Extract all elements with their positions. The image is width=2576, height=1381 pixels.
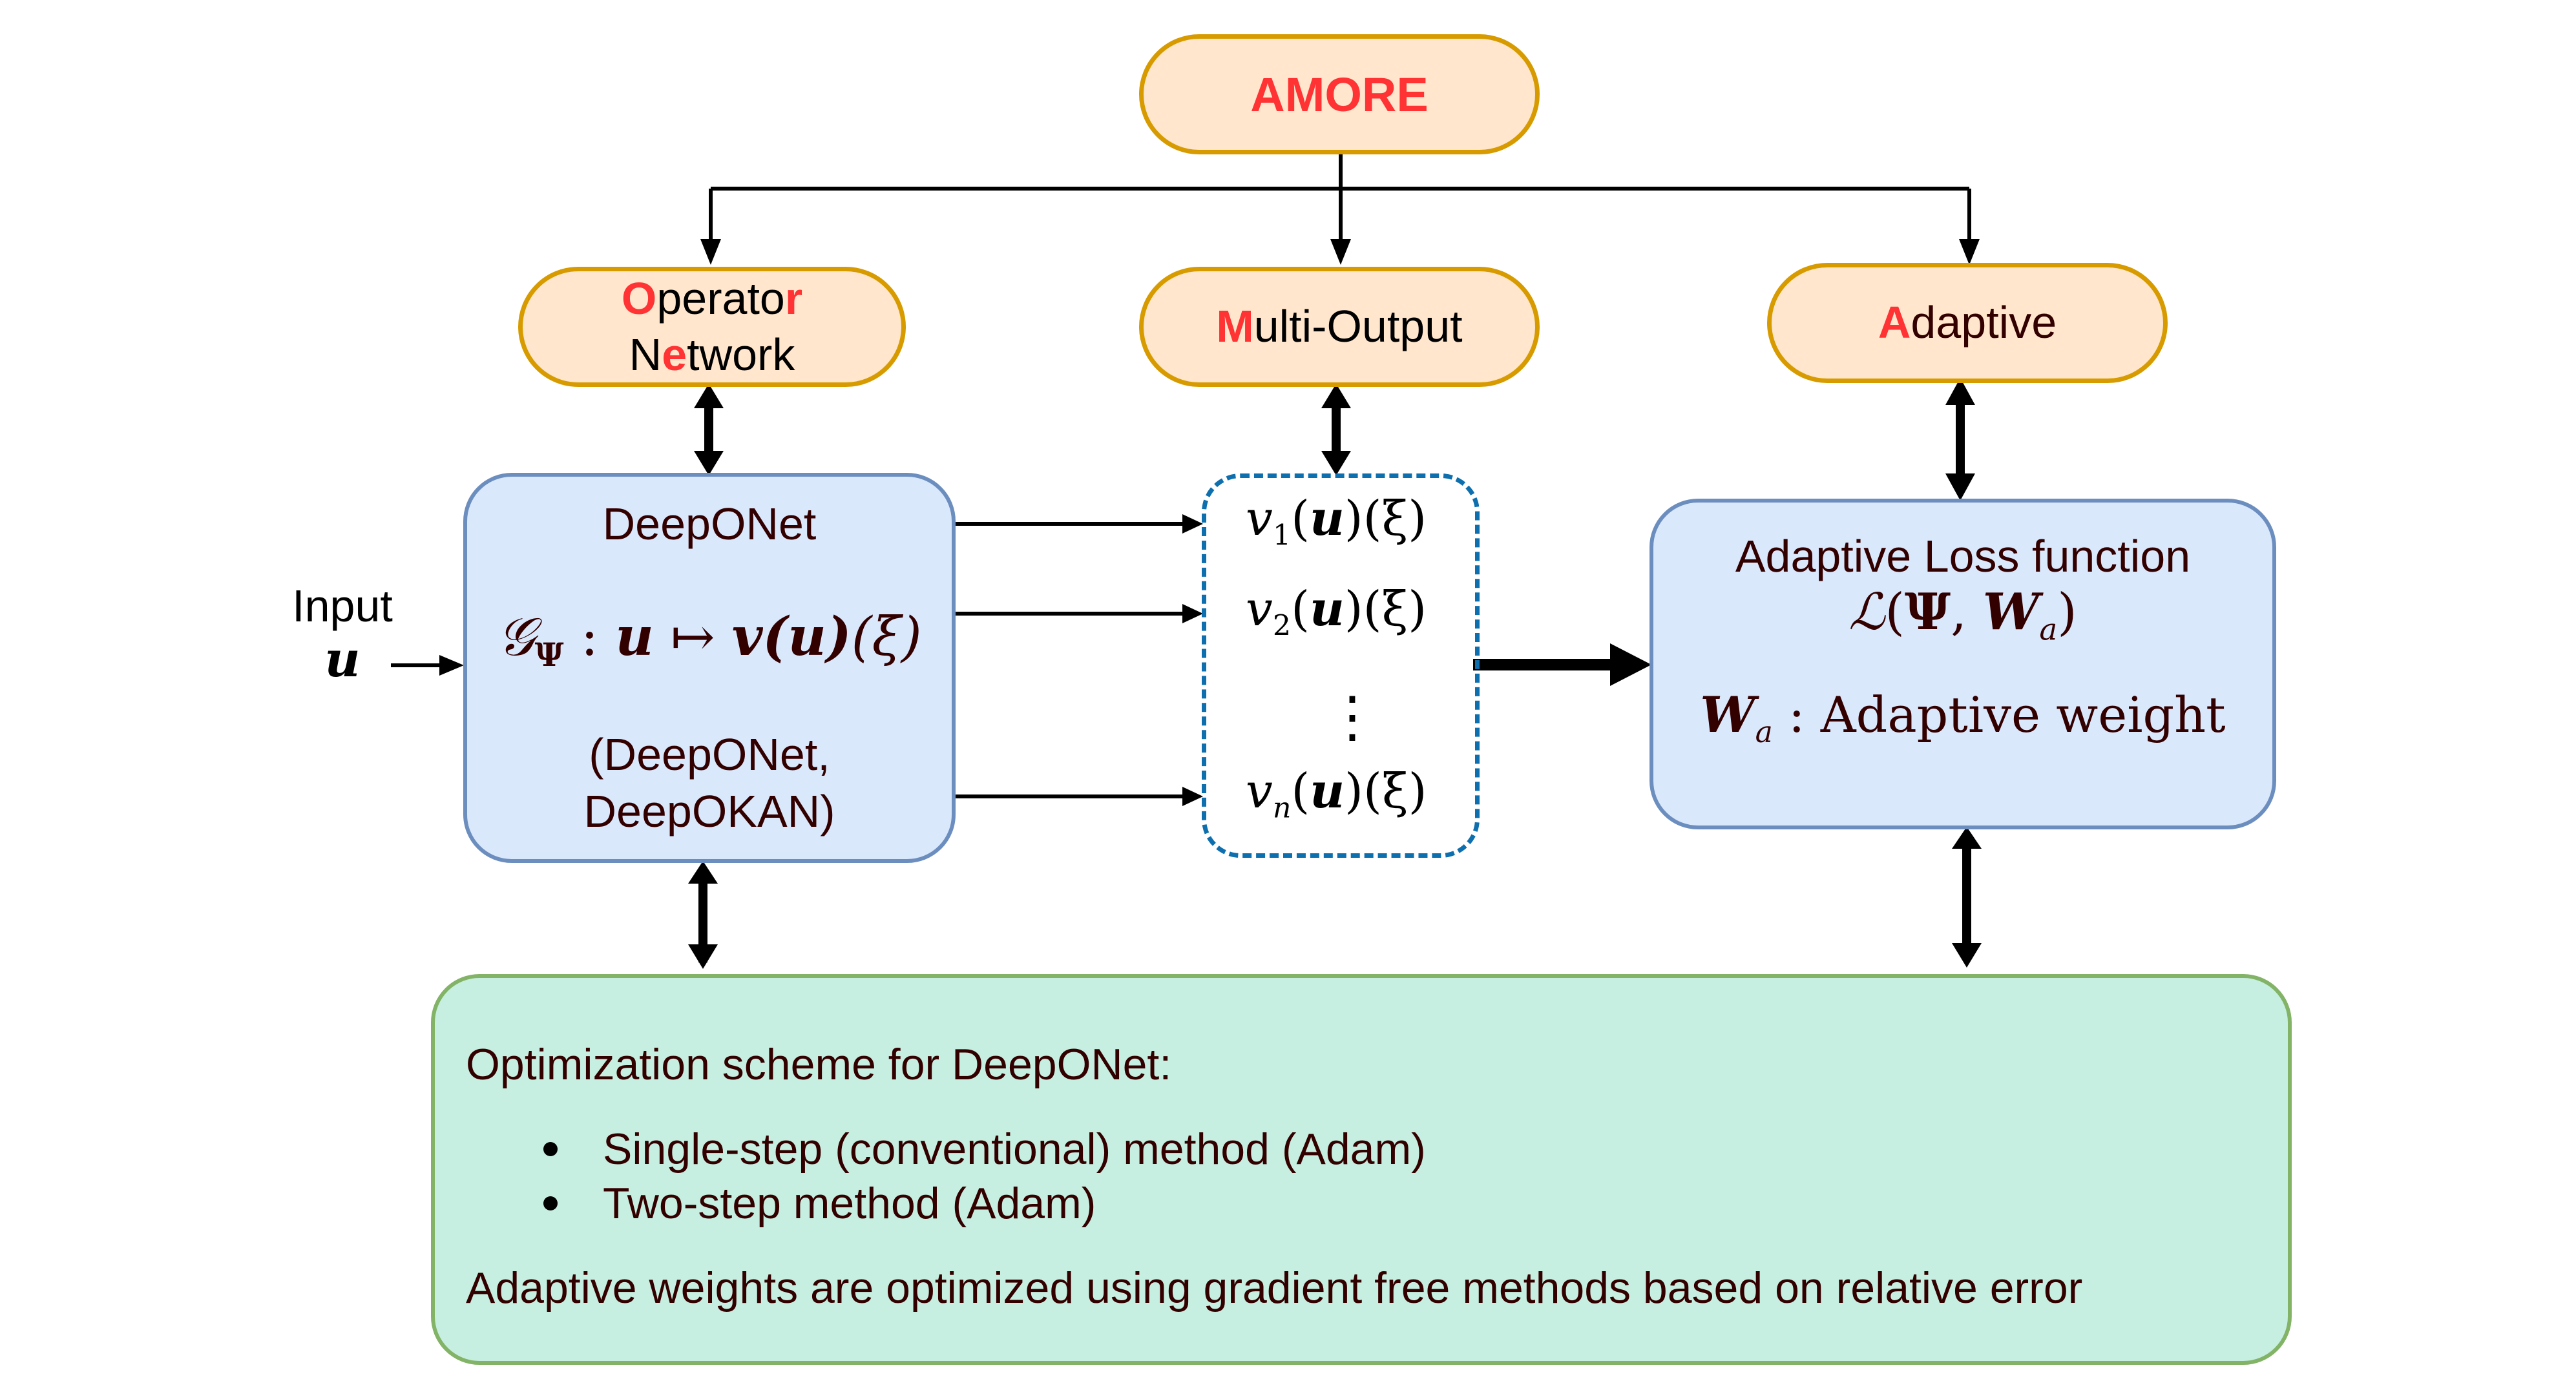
output-v: v bbox=[1246, 491, 1273, 546]
input-label: Input bbox=[292, 581, 393, 631]
output-v: v bbox=[1246, 581, 1273, 637]
formula-u: u bbox=[615, 605, 654, 668]
formula-paren-xi: (ξ) bbox=[851, 606, 922, 668]
output-arrow-n bbox=[953, 787, 1203, 806]
double-arrow-adaptive-loss bbox=[1945, 378, 1975, 501]
output-sub: 1 bbox=[1272, 519, 1292, 552]
adaptive-loss-box[interactable]: Adaptive Loss function ℒ(Ψ, Wa) Wa : Ada… bbox=[1649, 499, 2276, 829]
operator-formula: 𝒢Ψ : u ↦ v(u)(ξ) bbox=[497, 606, 922, 674]
deeponet-variants: (DeepONet, DeepOKAN) bbox=[583, 727, 835, 840]
outputs-group bbox=[1202, 473, 1480, 858]
label-part: N bbox=[629, 329, 662, 380]
deeponet-box[interactable]: DeepONet 𝒢Ψ : u ↦ v(u)(ξ) (DeepONet, Dee… bbox=[463, 473, 956, 863]
output-open: ( bbox=[1291, 581, 1310, 637]
loss-sub: a bbox=[2039, 612, 2058, 647]
optimization-list: Single-step (conventional) method (Adam)… bbox=[466, 1122, 1426, 1230]
output-item-2: v2(u)(ξ) bbox=[1246, 581, 1427, 643]
input-label-group: Input u bbox=[284, 578, 401, 684]
adaptive-node[interactable]: Adaptive bbox=[1767, 263, 2168, 383]
loss-formula: ℒ(Ψ, Wa) bbox=[1848, 583, 2077, 647]
output-u: u bbox=[1309, 491, 1345, 546]
output-u: u bbox=[1309, 581, 1345, 637]
highlight-letter: r bbox=[784, 273, 803, 324]
adaptive-label: Adaptive bbox=[1878, 295, 2057, 351]
output-close: )(ξ) bbox=[1344, 581, 1427, 637]
loss-close: ) bbox=[2057, 583, 2077, 641]
label-part: perato bbox=[656, 273, 785, 324]
formula-colon: : bbox=[563, 606, 616, 668]
bullet-icon bbox=[543, 1196, 558, 1210]
operator-network-label: Operator Network bbox=[622, 271, 802, 384]
adaptive-weight-def: Wa : Adaptive weight bbox=[1700, 686, 2225, 749]
output-item-n: vn(u)(ξ) bbox=[1246, 763, 1427, 825]
input-arrow bbox=[391, 655, 464, 676]
double-arrow-loss-optimization bbox=[1952, 827, 1982, 968]
weight-sub: a bbox=[1755, 714, 1773, 749]
variants-line-2: DeepOKAN) bbox=[583, 785, 835, 836]
loss-title: Adaptive Loss function bbox=[1735, 531, 2191, 581]
loss-comma: , bbox=[1951, 583, 1983, 641]
formula-v: v bbox=[731, 605, 763, 668]
optimization-footer: Adaptive weights are optimized using gra… bbox=[466, 1263, 2083, 1313]
highlight-letter: A bbox=[1878, 297, 1911, 348]
output-open: ( bbox=[1291, 763, 1310, 819]
weight-W: W bbox=[1700, 685, 1755, 743]
output-open: ( bbox=[1291, 491, 1310, 546]
loss-W: W bbox=[1982, 582, 2040, 641]
output-sub: n bbox=[1272, 791, 1292, 825]
highlight-letter: e bbox=[662, 329, 687, 380]
tree-connector bbox=[700, 152, 1980, 265]
deeponet-title: DeepONet bbox=[602, 499, 817, 549]
label-part: twork bbox=[687, 329, 795, 380]
output-close: )(ξ) bbox=[1344, 491, 1427, 546]
label-part: daptive bbox=[1911, 297, 2057, 348]
optimization-item: Single-step (conventional) method (Adam) bbox=[466, 1122, 1426, 1176]
output-item-1: v1(u)(ξ) bbox=[1246, 491, 1427, 552]
optimization-box[interactable]: Optimization scheme for DeepONet: Single… bbox=[431, 974, 2292, 1365]
arrowhead-multioutput bbox=[1330, 239, 1351, 265]
double-arrow-deeponet-optimization bbox=[688, 861, 718, 969]
optimization-heading: Optimization scheme for DeepONet: bbox=[466, 1040, 1172, 1089]
loss-L: ℒ bbox=[1848, 583, 1885, 641]
optimization-item: Two-step method (Adam) bbox=[466, 1176, 1426, 1230]
label-part: ulti-Output bbox=[1253, 301, 1463, 352]
formula-op: 𝒢 bbox=[497, 606, 535, 668]
output-v: v bbox=[1246, 763, 1273, 819]
output-arrow-2 bbox=[953, 604, 1203, 623]
highlight-letter: O bbox=[621, 273, 657, 324]
operator-network-node[interactable]: Operator Network bbox=[518, 267, 906, 387]
arrowhead-operator bbox=[700, 239, 721, 265]
arrowhead-adaptive bbox=[1959, 239, 1980, 265]
output-arrow-1 bbox=[953, 514, 1203, 534]
highlight-letter: M bbox=[1216, 301, 1254, 352]
bullet-icon bbox=[543, 1142, 558, 1156]
double-arrow-operator-deeponet bbox=[694, 384, 724, 475]
output-u: u bbox=[1310, 763, 1345, 819]
loss-open: ( bbox=[1885, 583, 1905, 641]
input-symbol: u bbox=[324, 630, 361, 688]
output-close: )(ξ) bbox=[1345, 763, 1427, 819]
thick-arrow-outputs-to-loss bbox=[1473, 643, 1651, 686]
item-text: Two-step method (Adam) bbox=[603, 1179, 1096, 1228]
formula-mapsto: ↦ bbox=[653, 606, 732, 668]
multi-output-label: Multi-Output bbox=[1216, 298, 1462, 355]
double-arrow-multioutput-outputs bbox=[1321, 384, 1351, 475]
loss-psi: Ψ bbox=[1904, 582, 1951, 641]
weight-text: : Adaptive weight bbox=[1772, 685, 2226, 743]
variants-line-1: (DeepONet, bbox=[589, 729, 830, 780]
formula-paren-u: (u) bbox=[762, 605, 852, 668]
formula-sub: Ψ bbox=[534, 636, 564, 674]
item-text: Single-step (conventional) method (Adam) bbox=[603, 1125, 1426, 1174]
output-ellipsis: ⋮ bbox=[1325, 685, 1380, 749]
amore-root-node[interactable]: AMORE bbox=[1139, 34, 1540, 154]
output-sub: 2 bbox=[1272, 609, 1292, 643]
amore-label: AMORE bbox=[1250, 67, 1429, 121]
multi-output-node[interactable]: Multi-Output bbox=[1139, 267, 1540, 387]
